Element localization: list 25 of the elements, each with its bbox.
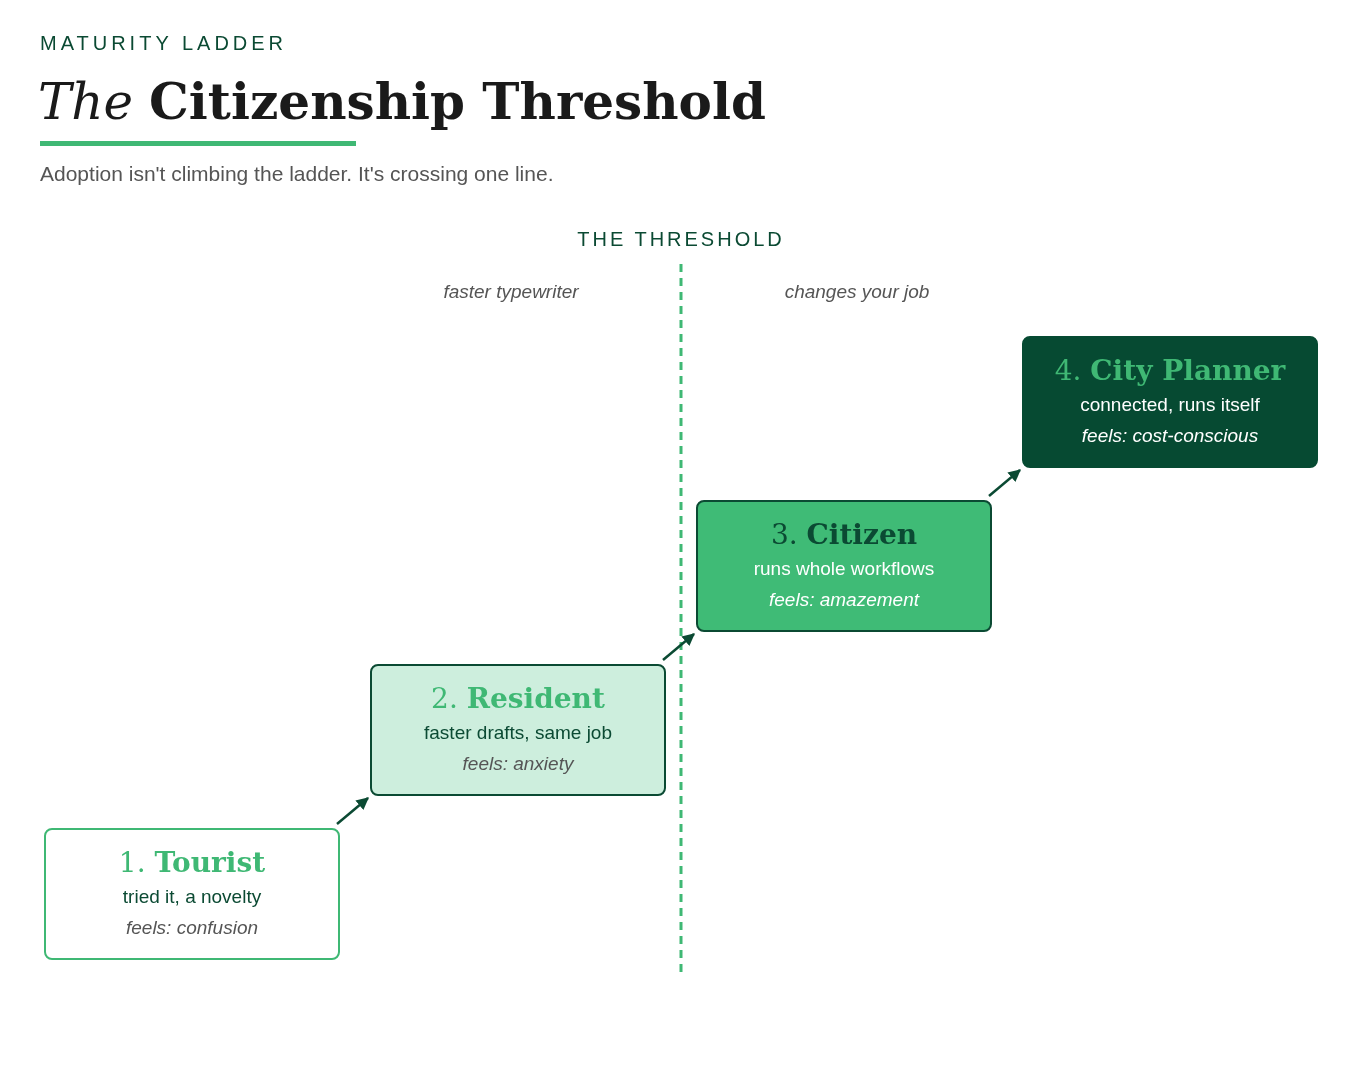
arrow: [336, 797, 369, 825]
stage-feeling: feels: cost-conscious: [1081, 424, 1259, 448]
eyebrow-label: MATURITY LADDER: [40, 32, 289, 55]
arrow: [988, 469, 1021, 497]
stage-feeling: feels: amazement: [769, 588, 919, 612]
subtitle: Adoption isn't climbing the ladder. It's crossing one line.: [40, 162, 555, 186]
stage-title: 2. Resident: [431, 681, 605, 717]
threshold-label: THE THRESHOLD: [576, 228, 786, 251]
stage-box: [44, 828, 340, 960]
stage-box: [370, 664, 666, 796]
stage-feeling: feels: confusion: [126, 916, 258, 940]
zone-label: faster typewriter: [442, 281, 580, 303]
stage-box: [1022, 336, 1318, 468]
stage-box: [696, 500, 992, 632]
stage-description: tried it, a novelty: [122, 885, 262, 909]
zone-label: changes your job: [783, 281, 931, 303]
stage-description: runs whole workflows: [753, 557, 935, 581]
stage-title: 4. City Planner: [1054, 353, 1286, 389]
title: The Citizenship Threshold: [38, 71, 766, 133]
stage-description: connected, runs itself: [1080, 393, 1260, 417]
arrow: [662, 633, 695, 661]
stage-title: 1. Tourist: [118, 845, 266, 881]
stage-title: 3. Citizen: [770, 517, 918, 553]
stage-description: faster drafts, same job: [424, 721, 612, 745]
stage-feeling: feels: anxiety: [462, 752, 574, 776]
